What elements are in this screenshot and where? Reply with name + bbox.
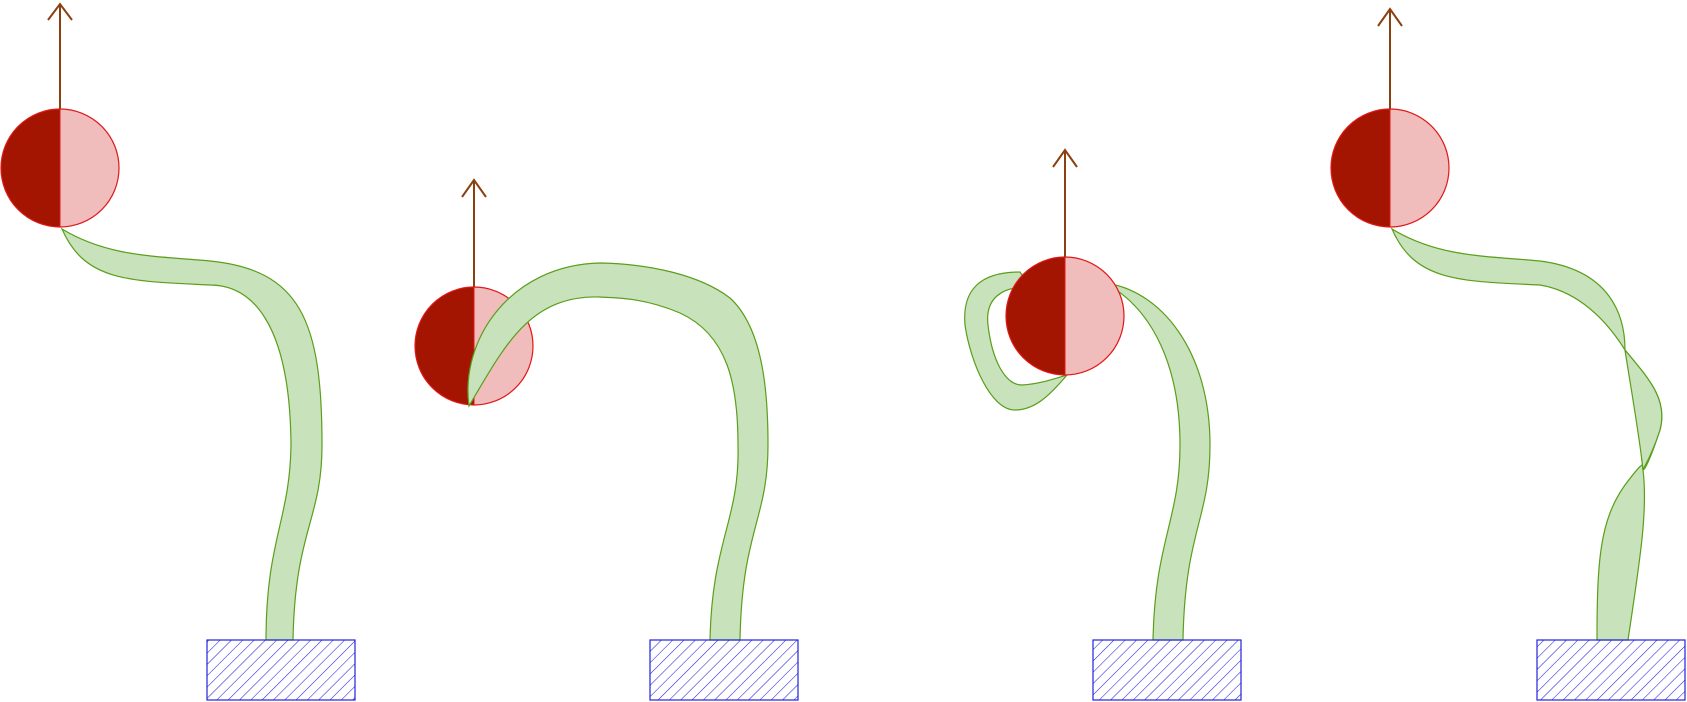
ball-4 (1330, 108, 1450, 228)
stem-twisted-overlap (1624, 347, 1663, 471)
hatched-base (206, 639, 356, 701)
stem-smooth (60, 227, 323, 641)
ball-3 (1005, 256, 1125, 376)
stem-looped (964, 271, 1069, 411)
arrow-up-icon (47, 2, 73, 109)
hatched-base (1536, 639, 1686, 701)
ball-light-half (60, 109, 119, 227)
panel-1 (0, 2, 356, 701)
panel-3 (964, 148, 1242, 701)
ball-1 (0, 108, 120, 228)
stem-arched (467, 262, 769, 641)
arrow-up-icon (1377, 7, 1403, 109)
hatched-base (649, 639, 799, 701)
ball-dark-half (415, 287, 474, 405)
arrow-up-icon (1052, 148, 1078, 257)
ball-light-half (1390, 109, 1449, 227)
ball-dark-half (1, 109, 60, 227)
panel-2 (414, 178, 799, 701)
stem-twisted (1390, 227, 1663, 641)
ball-light-half (1065, 257, 1124, 375)
ball-dark-half (1331, 109, 1390, 227)
arrow-up-icon (461, 178, 487, 287)
hatched-base (1092, 639, 1242, 701)
panel-4 (1330, 7, 1686, 701)
